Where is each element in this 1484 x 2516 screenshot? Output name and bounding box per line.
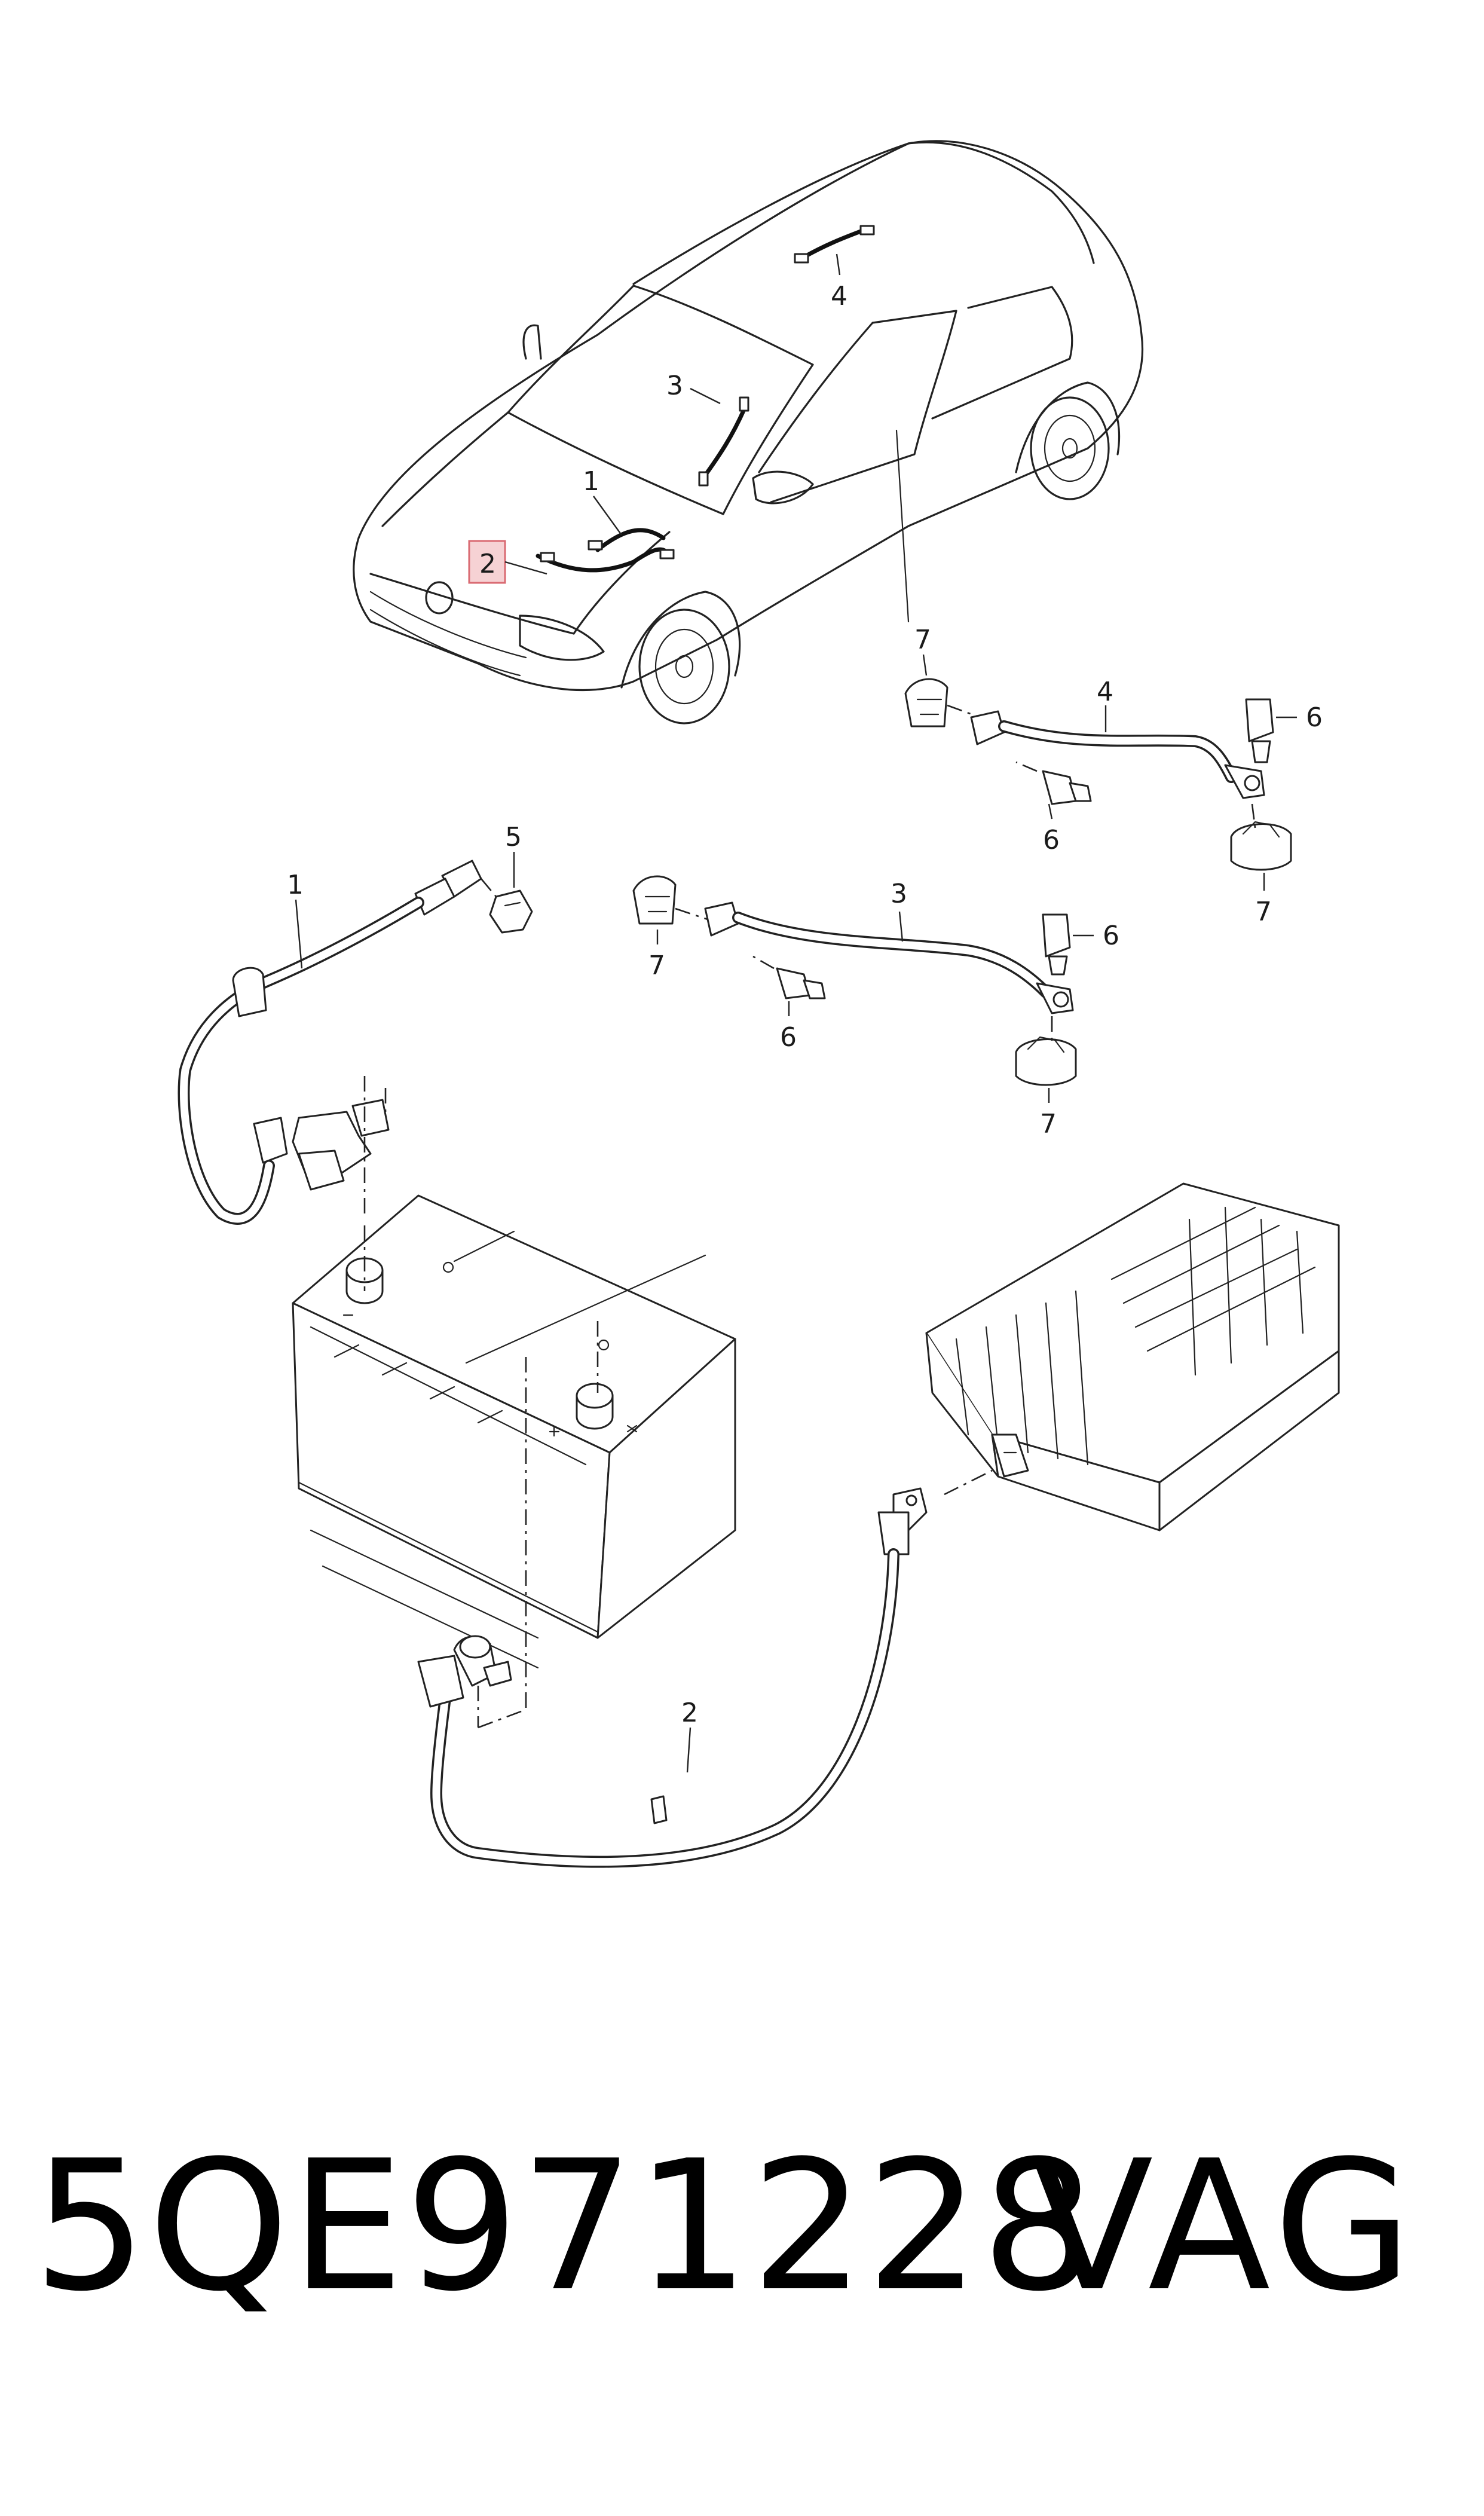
parts-diagram: 1 2 3 4 4 6 6 7	[178, 140, 1340, 1868]
callout-cable-3[interactable]: 3	[891, 879, 907, 909]
fuse-box	[925, 1182, 1340, 1531]
callout-cable-4-nut-6a[interactable]: 6	[1306, 702, 1323, 733]
car-illustration	[353, 140, 1144, 724]
part-number: 5QE971228	[33, 2122, 1097, 2331]
battery	[292, 1194, 736, 1710]
brand-name: VAG	[1030, 2122, 1418, 2331]
cable-2-assembly: 2	[417, 1487, 928, 1868]
callout-car-2[interactable]: 2	[479, 549, 496, 579]
callout-car-1[interactable]: 1	[583, 466, 599, 497]
cable-4-assembly: 4 6 6 7 7	[904, 625, 1323, 927]
callout-cable-3-bolt-6a[interactable]: 6	[780, 1022, 797, 1053]
callout-cable-3-clip-7a[interactable]: 7	[648, 950, 665, 981]
callout-cable-4-bolt-6b[interactable]: 6	[1043, 825, 1060, 855]
callout-cable-4[interactable]: 4	[1097, 677, 1113, 707]
callout-car-4[interactable]: 4	[831, 281, 847, 311]
callout-cable-4-clip-7a[interactable]: 7	[914, 625, 931, 655]
callout-cable-3-nut-6b[interactable]: 6	[1103, 921, 1119, 951]
cable-1-assembly: 1 5	[178, 822, 533, 1225]
callout-car-3[interactable]: 3	[666, 371, 683, 401]
callout-cable-2[interactable]: 2	[681, 1698, 698, 1728]
callout-cable-1[interactable]: 1	[287, 870, 304, 900]
cable-3-assembly: 3 7 6 6 7	[632, 875, 1119, 1139]
footer: 5QE971228 VAG	[0, 2128, 1484, 2325]
callout-cable-3-clip-7b[interactable]: 7	[1040, 1109, 1057, 1139]
highlight-box	[468, 540, 506, 584]
callout-cable-4-clip-7b[interactable]: 7	[1255, 897, 1272, 927]
car-callouts: 1 2 3 4	[468, 253, 847, 584]
callout-cable-1-nut-5[interactable]: 5	[505, 822, 522, 852]
